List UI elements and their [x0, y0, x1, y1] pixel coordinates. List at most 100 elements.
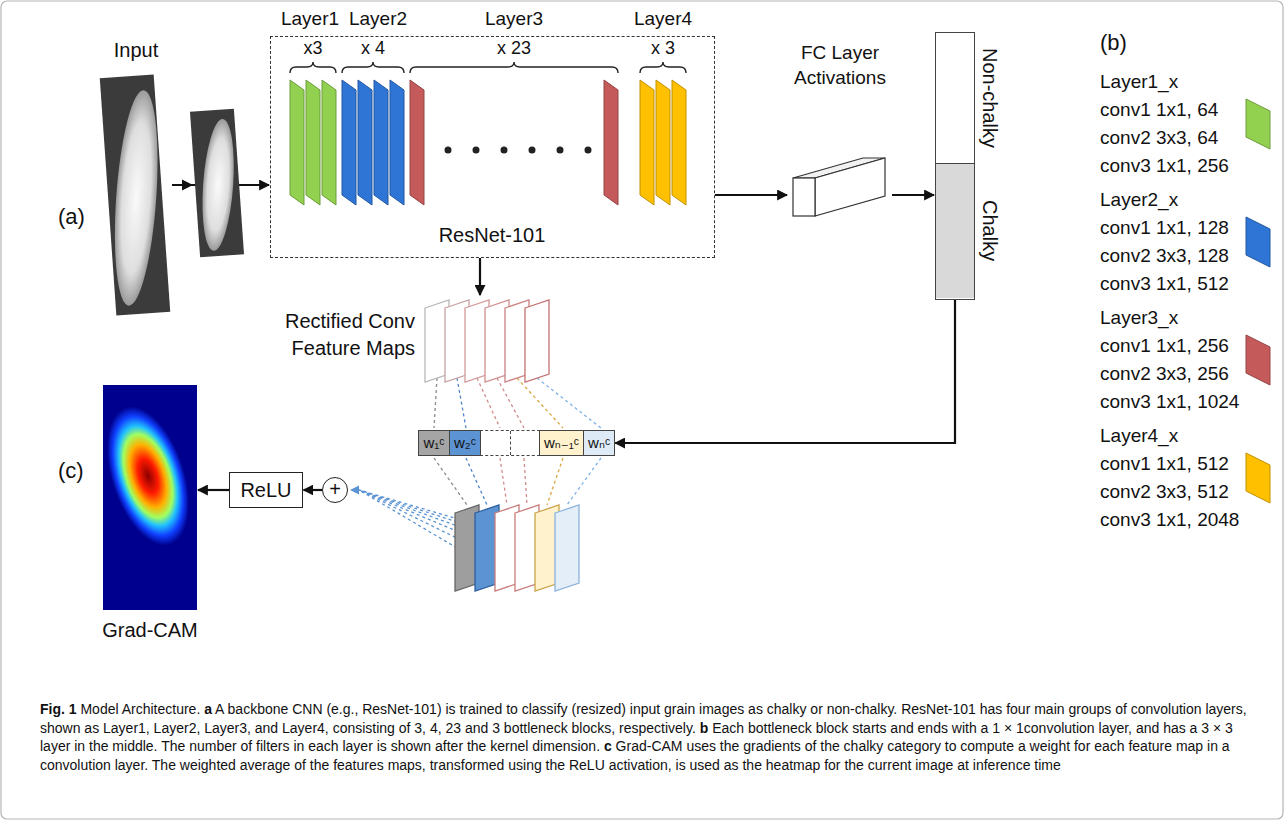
- annotation-label: conv2 3x3, 256: [1100, 363, 1229, 385]
- bottleneck-block: [322, 80, 336, 205]
- curly-brace: [410, 62, 618, 73]
- feature-map: [525, 300, 549, 382]
- annotation-label: conv3 1x1, 1024: [1100, 391, 1239, 413]
- bottleneck-block: [374, 80, 388, 205]
- connector-arrow: [479, 258, 481, 295]
- dotted-guide: [466, 458, 487, 505]
- gradcam-heatmap: [92, 385, 205, 610]
- bottleneck-block: [672, 80, 686, 205]
- weight-cell: wₙᶜ: [583, 430, 615, 456]
- node-label: FC Layer Activations: [778, 40, 902, 90]
- dashed-divider: [510, 431, 511, 455]
- annotation-label: conv3 1x1, 512: [1100, 273, 1229, 295]
- caption-part: b: [700, 720, 709, 736]
- figure-caption: Fig. 1 Model Architecture. a A backbone …: [40, 700, 1252, 774]
- annotation-label: x 3: [563, 38, 763, 59]
- bottleneck-block: [306, 80, 320, 205]
- dotted-guide: [359, 490, 457, 548]
- annotation-label: Layer3: [414, 8, 614, 30]
- elided-weights: [480, 430, 540, 456]
- bottleneck-block: [410, 80, 424, 205]
- bottleneck-block: [604, 80, 618, 205]
- connector-arrow: [615, 300, 955, 443]
- caption-part: Fig. 1: [40, 701, 77, 717]
- input-photo: [93, 74, 179, 316]
- caption-part: Model Architecture.: [77, 701, 205, 717]
- bar-segment: [936, 163, 974, 298]
- legend-label: Layer2_x: [1100, 189, 1178, 211]
- dotted-guide: [547, 458, 563, 505]
- operator-symbol: +: [323, 478, 347, 501]
- cuboid-front: [793, 178, 815, 216]
- connector-arrow: [892, 194, 934, 196]
- curly-brace: [290, 62, 336, 73]
- dotted-guide: [537, 378, 601, 428]
- group-braces: [290, 62, 686, 73]
- ellipsis-dot: [501, 147, 508, 154]
- ellipsis-dot: [445, 147, 452, 154]
- rice-grain: [199, 118, 238, 252]
- annotation-label: x 4: [273, 38, 473, 59]
- weighted-feature-map: [555, 505, 579, 591]
- annotation-label: (b): [1100, 30, 1127, 55]
- bottleneck-block: [390, 80, 404, 205]
- block-swatch: [1246, 335, 1270, 385]
- dotted-guide: [477, 378, 500, 428]
- cuboid-side: [815, 158, 885, 216]
- photo-background: [190, 109, 244, 258]
- layer-blocks: [290, 80, 686, 205]
- sum-node: +: [322, 477, 348, 503]
- ellipsis-dot: [473, 147, 480, 154]
- connector-arrow: [198, 489, 229, 491]
- legend-swatch: [1244, 215, 1272, 269]
- annotation-label: conv2 3x3, 128: [1100, 245, 1229, 267]
- dotted-guide: [517, 378, 563, 428]
- annotation-label: (a): [58, 204, 85, 229]
- legend-swatch: [1244, 451, 1272, 505]
- input-image-node: Input: [100, 38, 172, 318]
- curly-brace: [342, 62, 404, 73]
- caption-part: a: [204, 701, 212, 717]
- bottleneck-block: [640, 80, 654, 205]
- node-label: Grad-CAM: [63, 618, 237, 642]
- gradcam-node: Grad-CAM: [103, 385, 197, 610]
- dotted-guide: [500, 458, 507, 505]
- arrowhead: [182, 180, 193, 191]
- bottleneck-block: [656, 80, 670, 205]
- annotation-label: conv1 1x1, 64: [1100, 99, 1218, 121]
- dotted-guide: [457, 378, 466, 428]
- photo-background: [100, 74, 170, 315]
- legend-swatch: [1244, 333, 1272, 387]
- class-label: Non-chalky: [979, 48, 1001, 148]
- weight-vector: w₁ᶜw₂ᶜwₙ₋₁ᶜwₙᶜ: [418, 430, 614, 456]
- weighted-map-stack: [455, 505, 579, 591]
- heatmap-blob: [92, 396, 205, 555]
- weight-cell: w₁ᶜ: [418, 430, 450, 456]
- annotation-label: conv1 1x1, 512: [1100, 453, 1229, 475]
- weight-cell: wₙ₋₁ᶜ: [539, 430, 584, 456]
- dotted-guide: [567, 458, 601, 505]
- ellipsis-dot: [557, 147, 564, 154]
- block-swatch: [1246, 453, 1270, 503]
- annotation-label: conv3 1x1, 256: [1100, 155, 1229, 177]
- relu-box: ReLU: [229, 472, 302, 508]
- annotation-label: Layer2: [278, 8, 478, 30]
- block-swatch: [1246, 217, 1270, 267]
- dotted-guide: [434, 458, 467, 505]
- fc-layer-cuboid: [793, 158, 885, 216]
- fc-layer-node: FC Layer Activations: [788, 40, 892, 222]
- dotted-guide: [497, 378, 524, 428]
- legend-label: Layer1_x: [1100, 71, 1178, 93]
- annotation-label: conv1 1x1, 128: [1100, 217, 1229, 239]
- annotation-label: (c): [58, 458, 84, 483]
- resized-photo: [189, 108, 247, 257]
- legend-swatch: [1244, 97, 1272, 151]
- annotation-label: conv3 1x1, 2048: [1100, 509, 1239, 531]
- bottleneck-block: [358, 80, 372, 205]
- caption-part: c: [604, 738, 612, 754]
- feature-maps-node: Rectified Conv Feature Maps: [275, 296, 550, 392]
- ellipsis-dot: [529, 147, 536, 154]
- connector-arrow: [304, 489, 322, 491]
